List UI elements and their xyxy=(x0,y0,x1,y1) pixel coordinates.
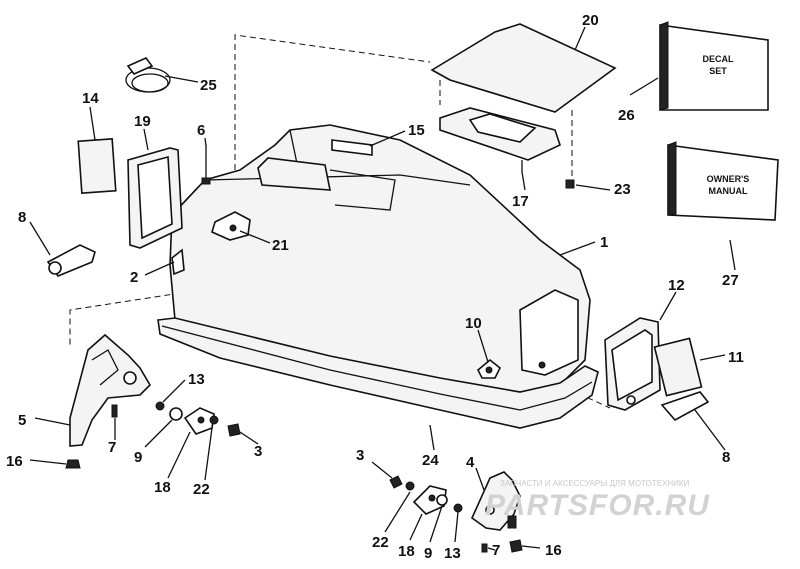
cable-coil xyxy=(125,57,171,93)
lower-seal xyxy=(157,317,599,429)
motor-cover xyxy=(169,124,591,393)
label-5: 5 xyxy=(18,412,26,429)
label-1: 1 xyxy=(600,234,608,251)
label-22-right: 22 xyxy=(372,534,389,551)
cover-vent xyxy=(331,139,373,156)
label-19: 19 xyxy=(134,113,151,130)
label-23: 23 xyxy=(614,181,631,198)
label-13-left: 13 xyxy=(188,371,205,388)
lid-frame xyxy=(439,107,561,172)
label-3-right: 3 xyxy=(356,447,364,464)
callout-labels: 20 25 14 19 6 15 26 23 17 1 27 8 21 2 10… xyxy=(6,12,744,562)
right-hardware xyxy=(389,471,523,553)
side-panel-19 xyxy=(127,147,183,249)
label-21: 21 xyxy=(272,237,289,254)
owners-manual-box: OWNER'S MANUAL xyxy=(667,141,779,221)
label-18-right: 18 xyxy=(398,543,415,560)
side-cover-12 xyxy=(604,317,661,411)
label-14: 14 xyxy=(82,90,99,107)
label-16-right: 16 xyxy=(545,542,562,559)
top-lid xyxy=(430,23,617,113)
bolt-16-left xyxy=(65,459,81,469)
label-17: 17 xyxy=(512,193,529,210)
left-hardware xyxy=(155,401,241,437)
label-6: 6 xyxy=(197,122,205,139)
label-10: 10 xyxy=(465,315,482,332)
watermark: ЗАПЧАСТИ И АКСЕССУАРЫ ДЛЯ МОТОТЕХНИКИ PA… xyxy=(485,479,710,522)
label-7-left: 7 xyxy=(108,439,116,456)
label-8-right: 8 xyxy=(722,449,730,466)
watermark-logo: PARTSFOR.RU xyxy=(485,489,710,522)
label-12: 12 xyxy=(668,277,685,294)
decal-box-line1: DECAL xyxy=(703,54,735,64)
dashed-guides xyxy=(69,34,611,409)
pin-8-left xyxy=(46,244,96,277)
pin-7-left xyxy=(111,404,118,418)
decal-11 xyxy=(653,337,703,397)
decal-set-box: DECAL SET xyxy=(659,21,769,111)
label-9-left: 9 xyxy=(134,449,142,466)
label-24: 24 xyxy=(422,452,439,469)
decal-box-line2: SET xyxy=(709,66,727,76)
label-25: 25 xyxy=(200,77,217,94)
manual-box-line1: OWNER'S xyxy=(707,174,750,184)
decal-14 xyxy=(77,138,117,194)
label-27: 27 xyxy=(722,272,739,289)
manual-box-line2: MANUAL xyxy=(709,186,748,196)
watermark-tagline: ЗАПЧАСТИ И АКСЕССУАРЫ ДЛЯ МОТОТЕХНИКИ xyxy=(500,479,690,488)
label-11: 11 xyxy=(728,349,744,366)
label-8-left: 8 xyxy=(18,209,26,226)
label-9-right: 9 xyxy=(424,545,432,562)
bracket-5 xyxy=(69,333,152,447)
label-15: 15 xyxy=(408,122,425,139)
pin-8-right xyxy=(660,391,710,422)
label-16-left: 16 xyxy=(6,453,23,470)
leader-lines xyxy=(29,26,736,551)
label-13-right: 13 xyxy=(444,545,461,562)
label-3-left: 3 xyxy=(254,443,262,460)
label-2: 2 xyxy=(130,269,138,286)
label-4: 4 xyxy=(466,454,475,471)
label-18-left: 18 xyxy=(154,479,171,496)
label-22-left: 22 xyxy=(193,481,210,498)
label-7-right: 7 xyxy=(492,542,500,559)
screw-23 xyxy=(565,179,575,189)
label-26: 26 xyxy=(618,107,635,124)
screw-6 xyxy=(201,145,211,185)
label-20: 20 xyxy=(582,12,599,29)
